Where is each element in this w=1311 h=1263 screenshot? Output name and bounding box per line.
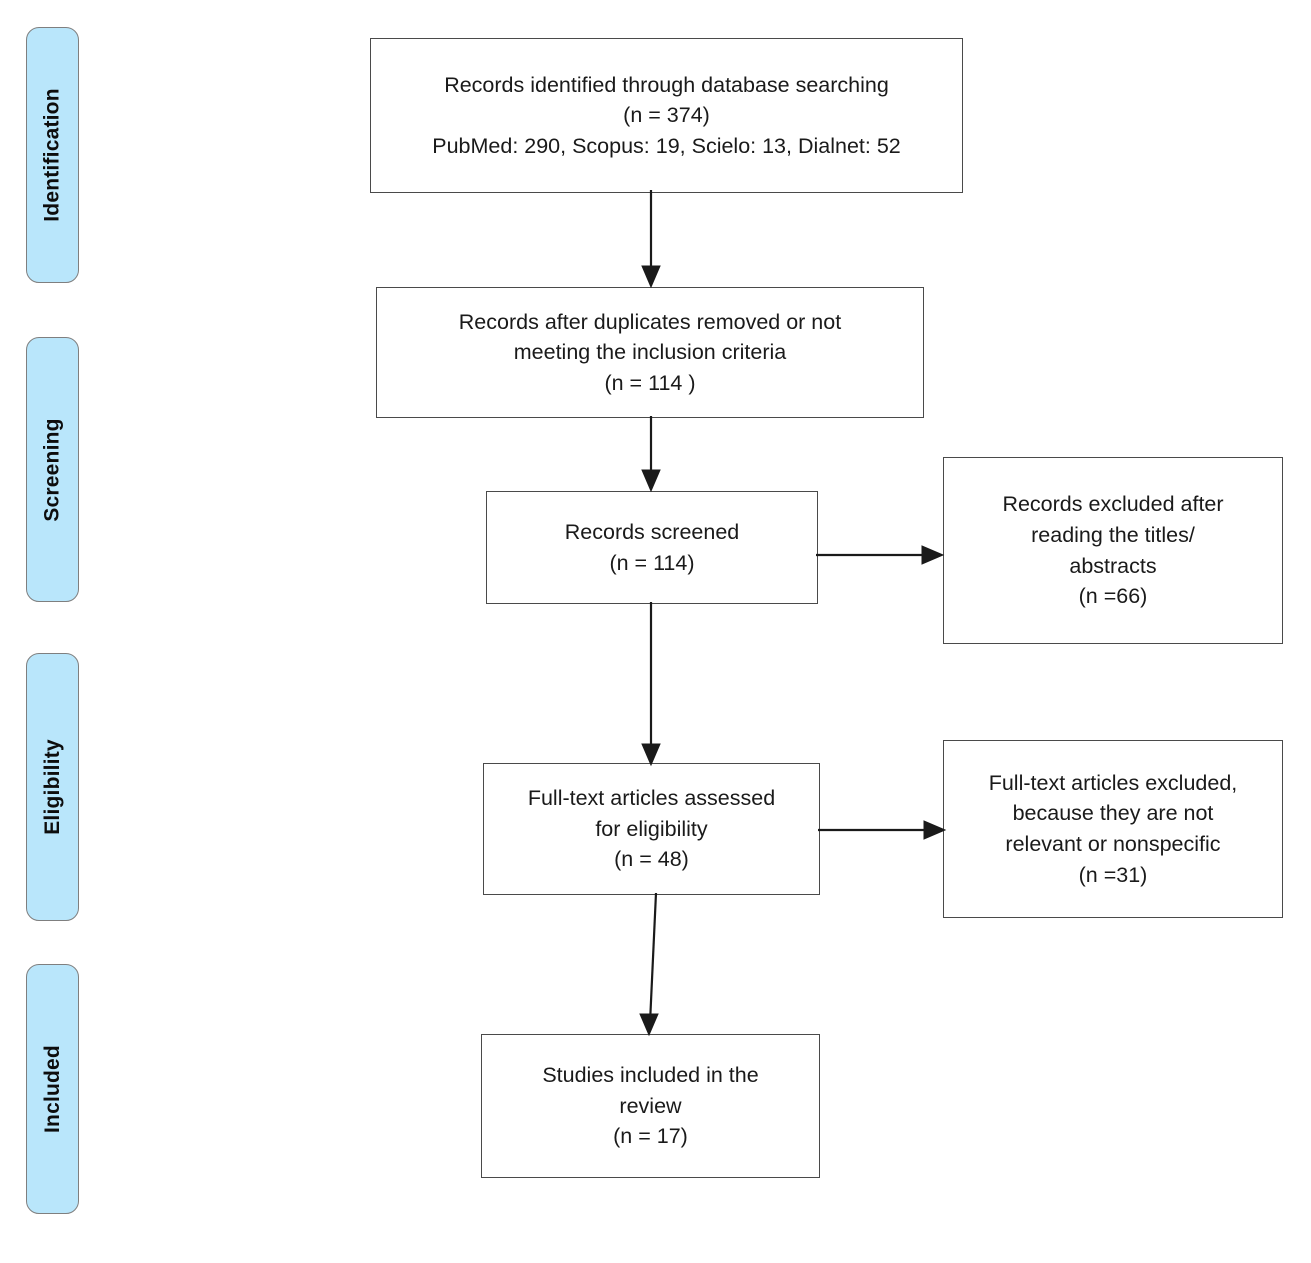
stage-label-screening: Screening bbox=[40, 417, 64, 522]
stage-label-included: Included bbox=[40, 1045, 64, 1133]
stage-band-identification: Identification bbox=[26, 27, 79, 283]
stage-band-eligibility: Eligibility bbox=[26, 653, 79, 921]
arrow-fulltext-to-excluded bbox=[818, 820, 947, 840]
box-fulltext-assessed-text: Full-text articles assessed for eligibil… bbox=[527, 786, 776, 872]
box-records-identified: Records identified through database sear… bbox=[370, 38, 963, 193]
arrow-screened-to-fulltext bbox=[641, 602, 661, 767]
box-records-after-duplicates: Records after duplicates removed or not … bbox=[376, 287, 924, 418]
box-records-screened-text: Records screened (n = 114) bbox=[564, 519, 740, 575]
arrow-identified-to-duplicates bbox=[641, 190, 661, 289]
stage-label-identification: Identification bbox=[40, 88, 64, 222]
arrow-fulltext-to-included bbox=[639, 892, 659, 1037]
box-records-after-duplicates-text: Records after duplicates removed or not … bbox=[458, 309, 842, 395]
box-fulltext-assessed: Full-text articles assessed for eligibil… bbox=[483, 763, 820, 895]
box-studies-included-text: Studies included in the review (n = 17) bbox=[542, 1063, 759, 1149]
stage-label-eligibility: Eligibility bbox=[40, 739, 64, 835]
box-studies-included: Studies included in the review (n = 17) bbox=[481, 1034, 820, 1178]
box-records-excluded: Records excluded after reading the title… bbox=[943, 457, 1283, 644]
arrow-duplicates-to-screened bbox=[641, 416, 661, 493]
box-fulltext-excluded: Full-text articles excluded, because the… bbox=[943, 740, 1283, 918]
box-fulltext-excluded-text: Full-text articles excluded, because the… bbox=[988, 770, 1238, 887]
box-records-identified-text: Records identified through database sear… bbox=[432, 72, 901, 158]
box-records-excluded-text: Records excluded after reading the title… bbox=[1002, 492, 1224, 609]
arrow-screened-to-excluded bbox=[816, 545, 945, 565]
stage-band-screening: Screening bbox=[26, 337, 79, 602]
box-records-screened: Records screened (n = 114) bbox=[486, 491, 818, 604]
stage-band-included: Included bbox=[26, 964, 79, 1214]
